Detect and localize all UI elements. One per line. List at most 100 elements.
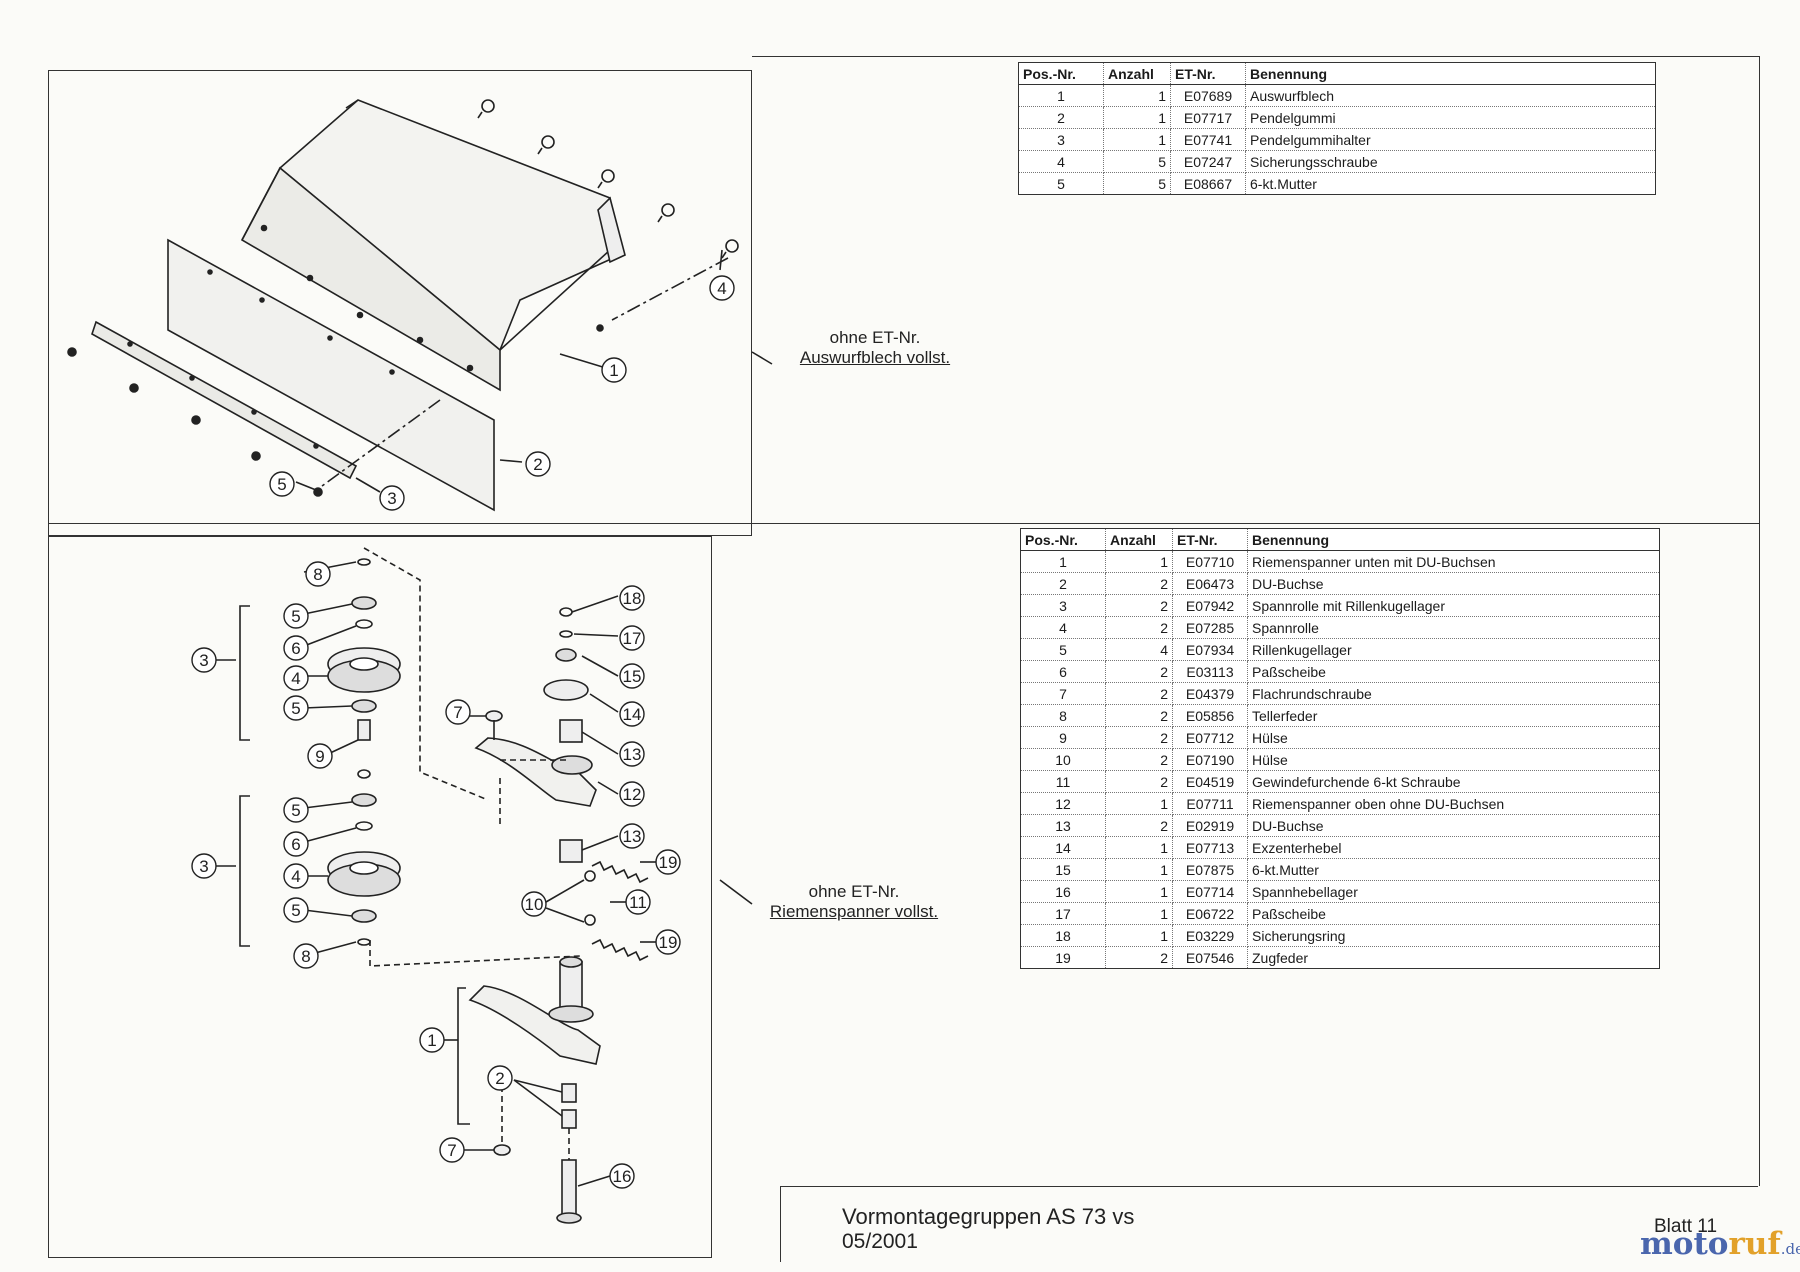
cell-etnr: E07247: [1170, 150, 1246, 173]
cell-anzahl: 1: [1105, 836, 1173, 859]
col-pos: Pos.-Nr.: [1018, 62, 1104, 85]
callout-b-5a: 5: [283, 603, 309, 629]
col-benennung: Benennung: [1247, 528, 1660, 551]
cell-etnr: E07714: [1172, 880, 1248, 903]
cell-pos: 15: [1020, 858, 1106, 881]
svg-text:13: 13: [623, 827, 642, 846]
cell-anzahl: 1: [1103, 84, 1171, 107]
callout-b-5d: 5: [283, 897, 309, 923]
cell-etnr: E07689: [1170, 84, 1246, 107]
cell-pos: 3: [1018, 128, 1104, 151]
svg-text:4: 4: [717, 279, 726, 298]
cell-etnr: E07711: [1172, 792, 1248, 815]
note-auswurfblech-line1: ohne ET-Nr.: [829, 328, 921, 347]
cell-benennung: Paßscheibe: [1247, 660, 1660, 683]
brand-logo[interactable]: motoruf.de: [1640, 1226, 1800, 1262]
callout-top-4: 4: [709, 275, 735, 301]
cell-pos: 5: [1020, 638, 1106, 661]
cell-benennung: Spannrolle: [1247, 616, 1660, 639]
svg-text:5: 5: [277, 475, 286, 494]
cell-etnr: E07942: [1172, 594, 1248, 617]
callout-b-2: 2: [487, 1065, 513, 1091]
svg-text:2: 2: [533, 455, 542, 474]
cell-pos: 9: [1020, 726, 1106, 749]
svg-text:19: 19: [659, 933, 678, 952]
cell-etnr: E07712: [1172, 726, 1248, 749]
cell-benennung: Sicherungsring: [1247, 924, 1660, 947]
cell-benennung: Hülse: [1247, 748, 1660, 771]
cell-pos: 5: [1018, 172, 1104, 195]
cell-benennung: Riemenspanner oben ohne DU-Buchsen: [1247, 792, 1660, 815]
callout-b-5c: 5: [283, 797, 309, 823]
note-auswurfblech-line2: Auswurfblech vollst.: [799, 348, 951, 367]
cell-etnr: E08667: [1170, 172, 1246, 195]
cell-pos: 1: [1018, 84, 1104, 107]
cell-etnr: E03113: [1172, 660, 1248, 683]
note-auswurfblech: ohne ET-Nr. Auswurfblech vollst.: [770, 328, 980, 368]
cell-pos: 10: [1020, 748, 1106, 771]
svg-text:8: 8: [301, 947, 310, 966]
cell-benennung: Rillenkugellager: [1247, 638, 1660, 661]
svg-text:4: 4: [291, 867, 300, 886]
svg-text:3: 3: [199, 857, 208, 876]
cell-benennung: Gewindefurchende 6-kt Schraube: [1247, 770, 1660, 793]
col-pos: Pos.-Nr.: [1020, 528, 1106, 551]
callout-b-13b: 13: [619, 823, 645, 849]
svg-text:6: 6: [291, 835, 300, 854]
svg-text:15: 15: [623, 667, 642, 686]
cell-anzahl: 5: [1103, 150, 1171, 173]
svg-text:14: 14: [623, 705, 642, 724]
cell-anzahl: 2: [1105, 726, 1173, 749]
svg-text:1: 1: [427, 1031, 436, 1050]
title-block: [780, 1186, 1758, 1262]
callouts-top: 1 2 3 4 5: [269, 275, 735, 511]
bottom-diagram-frame: [48, 536, 712, 1258]
cell-pos: 13: [1020, 814, 1106, 837]
cell-anzahl: 2: [1105, 748, 1173, 771]
callout-b-14: 14: [619, 701, 645, 727]
svg-text:8: 8: [313, 565, 322, 584]
cell-benennung: DU-Buchse: [1247, 572, 1660, 595]
pendelgummi: [167, 238, 495, 512]
cell-anzahl: 2: [1105, 704, 1173, 727]
cell-pos: 2: [1018, 106, 1104, 129]
cell-pos: 19: [1020, 946, 1106, 969]
cell-anzahl: 1: [1105, 902, 1173, 925]
svg-text:5: 5: [291, 801, 300, 820]
col-anzahl: Anzahl: [1105, 528, 1173, 551]
cell-benennung: Spannhebellager: [1247, 880, 1660, 903]
cell-etnr: E07875: [1172, 858, 1248, 881]
svg-text:17: 17: [623, 629, 642, 648]
cell-anzahl: 1: [1105, 924, 1173, 947]
cell-etnr: E07713: [1172, 836, 1248, 859]
callout-b-19a: 19: [655, 849, 681, 875]
cell-etnr: E07285: [1172, 616, 1248, 639]
callout-b-3a: 3: [191, 647, 217, 673]
riemenspanner-oben: [474, 737, 597, 807]
cell-pos: 17: [1020, 902, 1106, 925]
cell-benennung: Sicherungsschraube: [1245, 150, 1656, 173]
cell-etnr: E04379: [1172, 682, 1248, 705]
top-diagram-frame: [48, 70, 752, 536]
callout-top-2: 2: [525, 451, 551, 477]
cell-anzahl: 1: [1103, 128, 1171, 151]
title-date: 05/2001: [842, 1230, 918, 1253]
cell-etnr: E03229: [1172, 924, 1248, 947]
callout-top-5: 5: [269, 471, 295, 497]
